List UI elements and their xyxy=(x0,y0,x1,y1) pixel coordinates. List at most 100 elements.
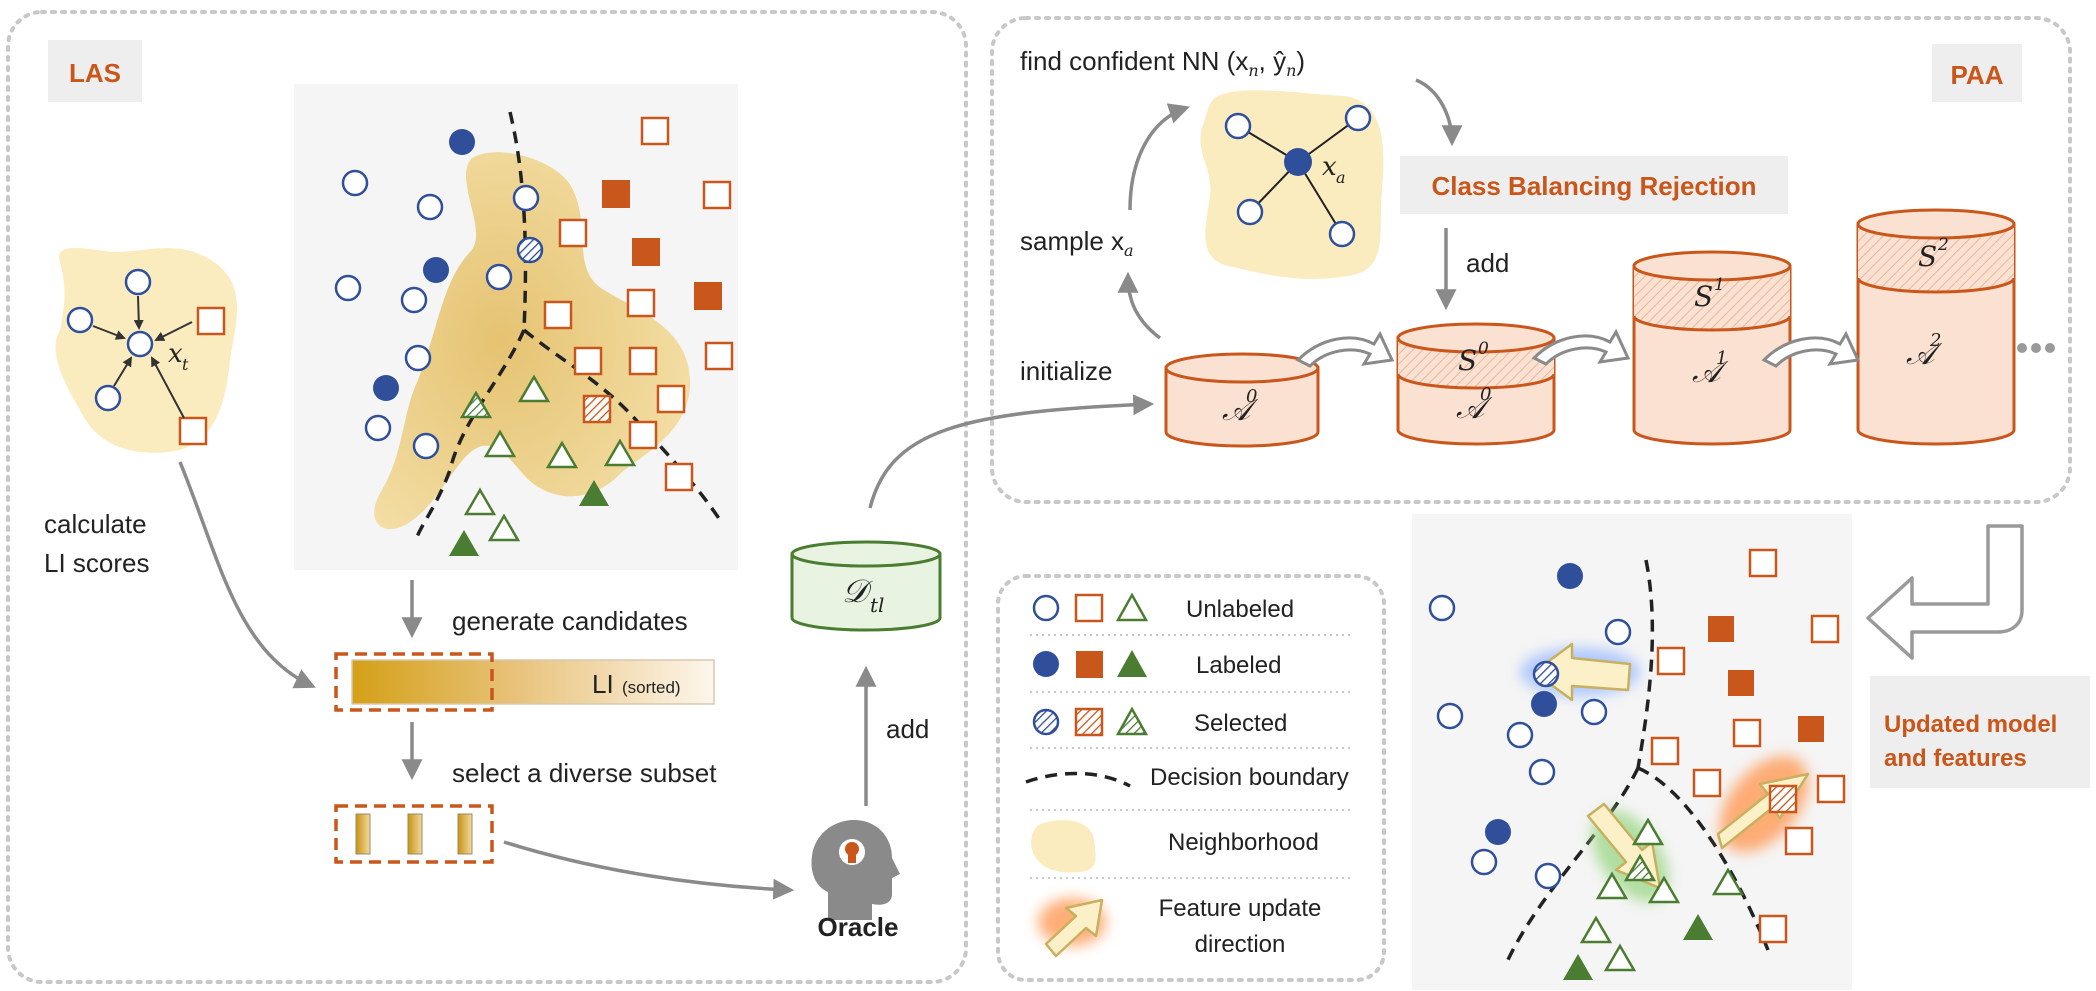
legend-labeled: Labeled xyxy=(1196,652,1281,679)
xt-arrows xyxy=(92,295,193,419)
memory-bank-a0 xyxy=(1164,352,1320,448)
li-sorted-label: (sorted) xyxy=(622,678,681,697)
bank-s0-a-sup: 0 xyxy=(1480,384,1491,405)
las-labeled-circles xyxy=(373,129,475,401)
legend-neighborhood: Neighborhood xyxy=(1168,829,1319,856)
xt-label-sub: t xyxy=(182,355,189,374)
updated-unlabeled-squares xyxy=(1650,548,1846,944)
las-selected-circle xyxy=(516,236,544,264)
bank-a0-sup: 0 xyxy=(1246,386,1257,407)
subset-sample-3 xyxy=(457,813,473,855)
sample-xa-label: sample xa xyxy=(1020,226,1134,260)
updated-selected-square xyxy=(1768,784,1798,814)
li-candidate-highlight xyxy=(334,652,494,712)
memory-bank-s2 xyxy=(1856,208,2016,446)
xt-neighbors xyxy=(66,268,152,412)
subset-sample-2 xyxy=(407,813,423,855)
updated-model-line1: Updated model xyxy=(1884,711,2057,738)
las-decision-boundary xyxy=(414,111,722,541)
add-to-bank-label: add xyxy=(1466,248,1509,278)
dtl-cylinder xyxy=(790,540,942,632)
find-nn-sub-n: n xyxy=(1248,61,1258,80)
xa-anchor-point xyxy=(1284,148,1312,176)
legend-decision-boundary: Decision boundary xyxy=(1150,764,1349,791)
memory-bank-s0 xyxy=(1396,322,1556,446)
xt-neighbor-square-1 xyxy=(196,306,226,336)
bank-s1-sup: 1 xyxy=(1714,275,1725,295)
paa-tag-box xyxy=(1932,44,2022,102)
bank-progress-arrows xyxy=(1295,328,1861,368)
calculate-li-line1: calculate xyxy=(44,509,147,539)
find-nn-sub-n2: n xyxy=(1286,61,1296,80)
updated-labeled-squares xyxy=(1708,616,1824,742)
legend-boundary-line xyxy=(1025,771,1131,788)
find-confident-nn-label: find confident NN (xn, ŷn) xyxy=(1020,46,1305,80)
legend-labeled-markers xyxy=(1033,650,1147,678)
las-unlabeled-squares xyxy=(543,116,734,492)
add-to-dtl-label: add xyxy=(886,714,929,744)
xa-neighbors xyxy=(1224,104,1372,248)
bank-s2-a-sup: 2 xyxy=(1929,330,1941,351)
calculate-li-line2: LI scores xyxy=(44,548,150,578)
cbr-box xyxy=(1400,156,1788,214)
legend-unlabeled: Unlabeled xyxy=(1186,596,1294,623)
paa-tag: PAA xyxy=(1951,60,2004,90)
bank-s1-label: S xyxy=(1694,280,1713,313)
dtl-label-sub: tl xyxy=(870,593,884,617)
legend-feature-line2: direction xyxy=(1195,931,1286,958)
updated-decision-boundary xyxy=(1504,559,1770,965)
legend-selected: Selected xyxy=(1194,710,1287,737)
updated-selected-triangle xyxy=(1623,853,1657,882)
las-labeled-squares xyxy=(602,180,722,310)
sample-xa-text: sample x xyxy=(1020,226,1124,256)
las-unlabeled-circles xyxy=(334,169,540,460)
bank-s2-sup: 2 xyxy=(1937,235,1949,255)
oracle-icon xyxy=(811,820,900,920)
las-panel-frame xyxy=(6,10,968,984)
memory-bank-s1 xyxy=(1632,250,1792,446)
xt-center-point xyxy=(126,330,154,358)
xt-neighbor-square-2 xyxy=(178,416,208,446)
bank-s1-a-sup: 1 xyxy=(1716,348,1727,369)
find-nn-mid: , ŷ xyxy=(1259,46,1286,76)
legend-feature-line1: Feature update xyxy=(1159,895,1322,922)
legend-unlabeled-markers xyxy=(1032,592,1149,623)
updated-scatter-panel xyxy=(1412,514,1852,990)
bank-s0-sup: 0 xyxy=(1478,339,1489,359)
updated-selected-circle xyxy=(1532,660,1560,688)
generate-candidates-label: generate candidates xyxy=(452,606,688,636)
ellipsis-dots xyxy=(2017,343,2055,353)
select-diverse-subset-label: select a diverse subset xyxy=(452,758,717,788)
find-nn-close: ) xyxy=(1296,46,1305,76)
xt-label: x xyxy=(168,339,183,369)
oracle-label: Oracle xyxy=(818,912,899,942)
updated-model-line2: and features xyxy=(1884,745,2027,772)
xa-label-sub: a xyxy=(1336,168,1346,187)
xa-label: x xyxy=(1322,152,1337,182)
las-tag-box xyxy=(48,40,142,102)
sample-xa-sub: a xyxy=(1124,241,1134,260)
updated-labeled-circles xyxy=(1485,563,1583,845)
las-labeled-triangles xyxy=(449,480,609,556)
arrow-find-nn-down xyxy=(1415,78,1463,147)
initialize-label: initialize xyxy=(1020,356,1113,386)
legend-neighborhood-swatch xyxy=(1031,820,1096,873)
legend-selected-markers xyxy=(1032,706,1149,737)
las-selected-square xyxy=(582,394,612,424)
arrow-subset-to-oracle xyxy=(503,840,795,900)
updated-labeled-triangles xyxy=(1563,914,1713,980)
updated-unlabeled-triangles xyxy=(1579,817,1745,972)
arrow-init-to-sample xyxy=(1117,271,1162,340)
li-sorted-bar xyxy=(351,659,715,705)
arrow-sample-up xyxy=(1128,103,1190,211)
updated-flow-arrow xyxy=(1866,524,2024,660)
legend-feature-arrow xyxy=(1044,898,1104,958)
paa-panel-frame xyxy=(990,16,2072,504)
class-balancing-rejection-label: Class Balancing Rejection xyxy=(1431,171,1756,201)
updated-unlabeled-circles xyxy=(1428,594,1632,890)
las-tag: LAS xyxy=(69,58,121,88)
neighborhood-blob-main xyxy=(374,152,691,530)
update-arrow-blue xyxy=(1532,642,1632,702)
bank-s0-label: S xyxy=(1458,344,1477,377)
